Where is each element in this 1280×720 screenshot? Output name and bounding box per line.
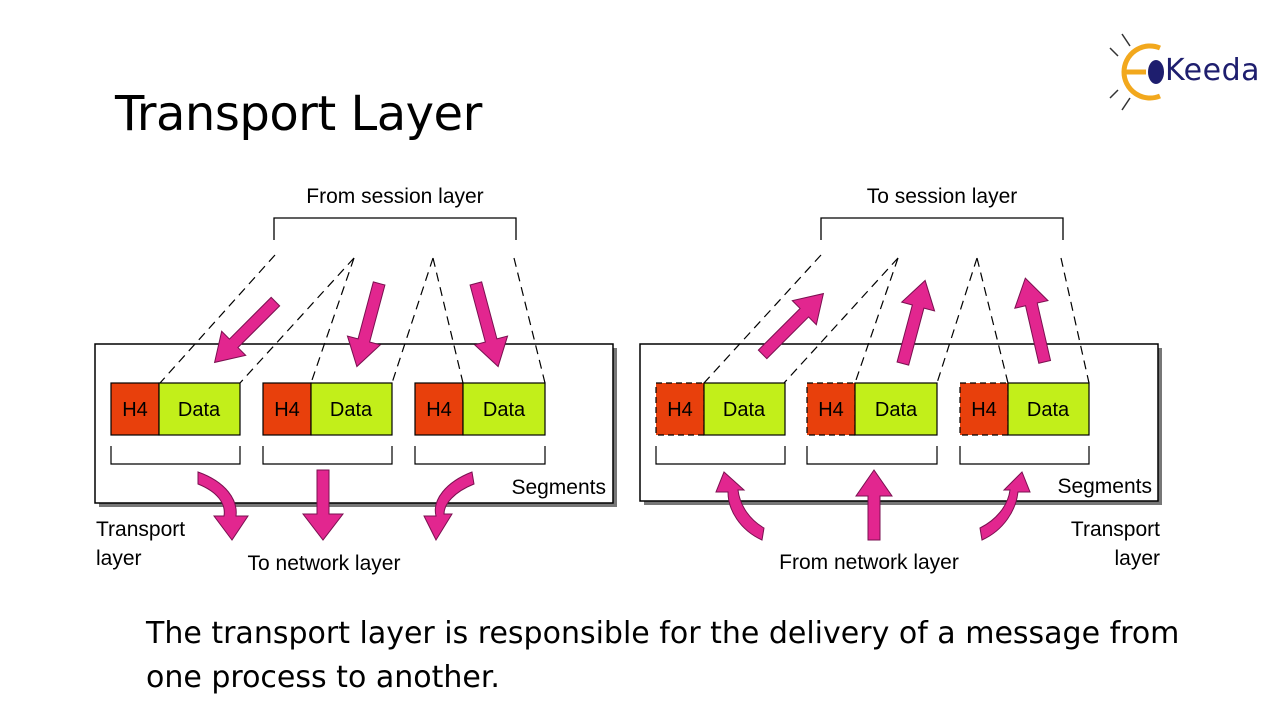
packet-header-label: H4 (971, 399, 997, 421)
receiver-layer-label-line2: layer (1114, 547, 1160, 570)
receiver-in-arrow-3 (979, 471, 1031, 541)
logo-text: Keeda (1165, 53, 1261, 88)
packet-data (703, 382, 786, 436)
receiver-packet-1: H4 Data (655, 382, 786, 465)
packet-data-label: Data (178, 399, 221, 421)
sender-layer-label-line2: layer (96, 547, 142, 570)
sender-out-arrow-3 (423, 471, 475, 542)
sender-bottom-label: To network layer (248, 552, 401, 575)
packet-data (1007, 382, 1090, 436)
packet-data (462, 382, 546, 436)
sender-fan-lines (159, 254, 546, 384)
packet-header (414, 382, 464, 436)
packet-header-label: H4 (818, 399, 844, 421)
receiver-top-label: To session layer (867, 185, 1018, 208)
slide-description: The transport layer is responsible for t… (146, 616, 1180, 695)
sender-out-arrow-2 (301, 469, 345, 541)
packet-header-label: H4 (274, 399, 300, 421)
slide-title: Transport Layer (115, 86, 482, 142)
receiver-panel: To session layer H4 Data (639, 185, 1162, 574)
sender-top-bracket (273, 217, 517, 240)
transport-layer-diagram: From session layer H4 Data (94, 185, 1162, 575)
sender-packet-1: H4 Data (110, 382, 241, 465)
sender-out-arrow-1 (197, 471, 249, 541)
e-keeda-logo-icon (1109, 33, 1164, 111)
packet-header (262, 382, 312, 436)
sender-top-label: From session layer (306, 185, 483, 208)
packet-data (158, 382, 241, 436)
packet-header (655, 382, 705, 436)
logo: Keeda (1108, 32, 1268, 112)
packet-data (854, 382, 938, 436)
receiver-fan-lines (703, 254, 1090, 384)
receiver-in-arrow-2 (855, 469, 893, 541)
packet-data (310, 382, 393, 436)
receiver-segments-label: Segments (1057, 475, 1152, 498)
receiver-layer-label-line1: Transport (1071, 518, 1160, 541)
packet-data-label: Data (1027, 399, 1070, 421)
receiver-packet-2: H4 Data (806, 382, 938, 465)
packet-data-label: Data (330, 399, 373, 421)
packet-header-label: H4 (122, 399, 148, 421)
packet-data-label: Data (875, 399, 918, 421)
sender-layer-label-line1: Transport (96, 518, 185, 541)
receiver-bottom-label: From network layer (779, 551, 959, 574)
packet-header (959, 382, 1009, 436)
receiver-packet-3: H4 Data (959, 382, 1090, 465)
sender-packet-3: H4 Data (414, 382, 546, 465)
receiver-top-bracket (820, 217, 1064, 240)
packet-header-label: H4 (426, 399, 452, 421)
receiver-in-arrow-1 (715, 471, 765, 541)
sender-packet-2: H4 Data (262, 382, 393, 465)
packet-header-label: H4 (667, 399, 693, 421)
sender-segments-label: Segments (511, 476, 606, 499)
packet-data-label: Data (483, 399, 526, 421)
packet-header (110, 382, 160, 436)
sender-panel: From session layer H4 Data (94, 185, 617, 575)
packet-data-label: Data (723, 399, 766, 421)
